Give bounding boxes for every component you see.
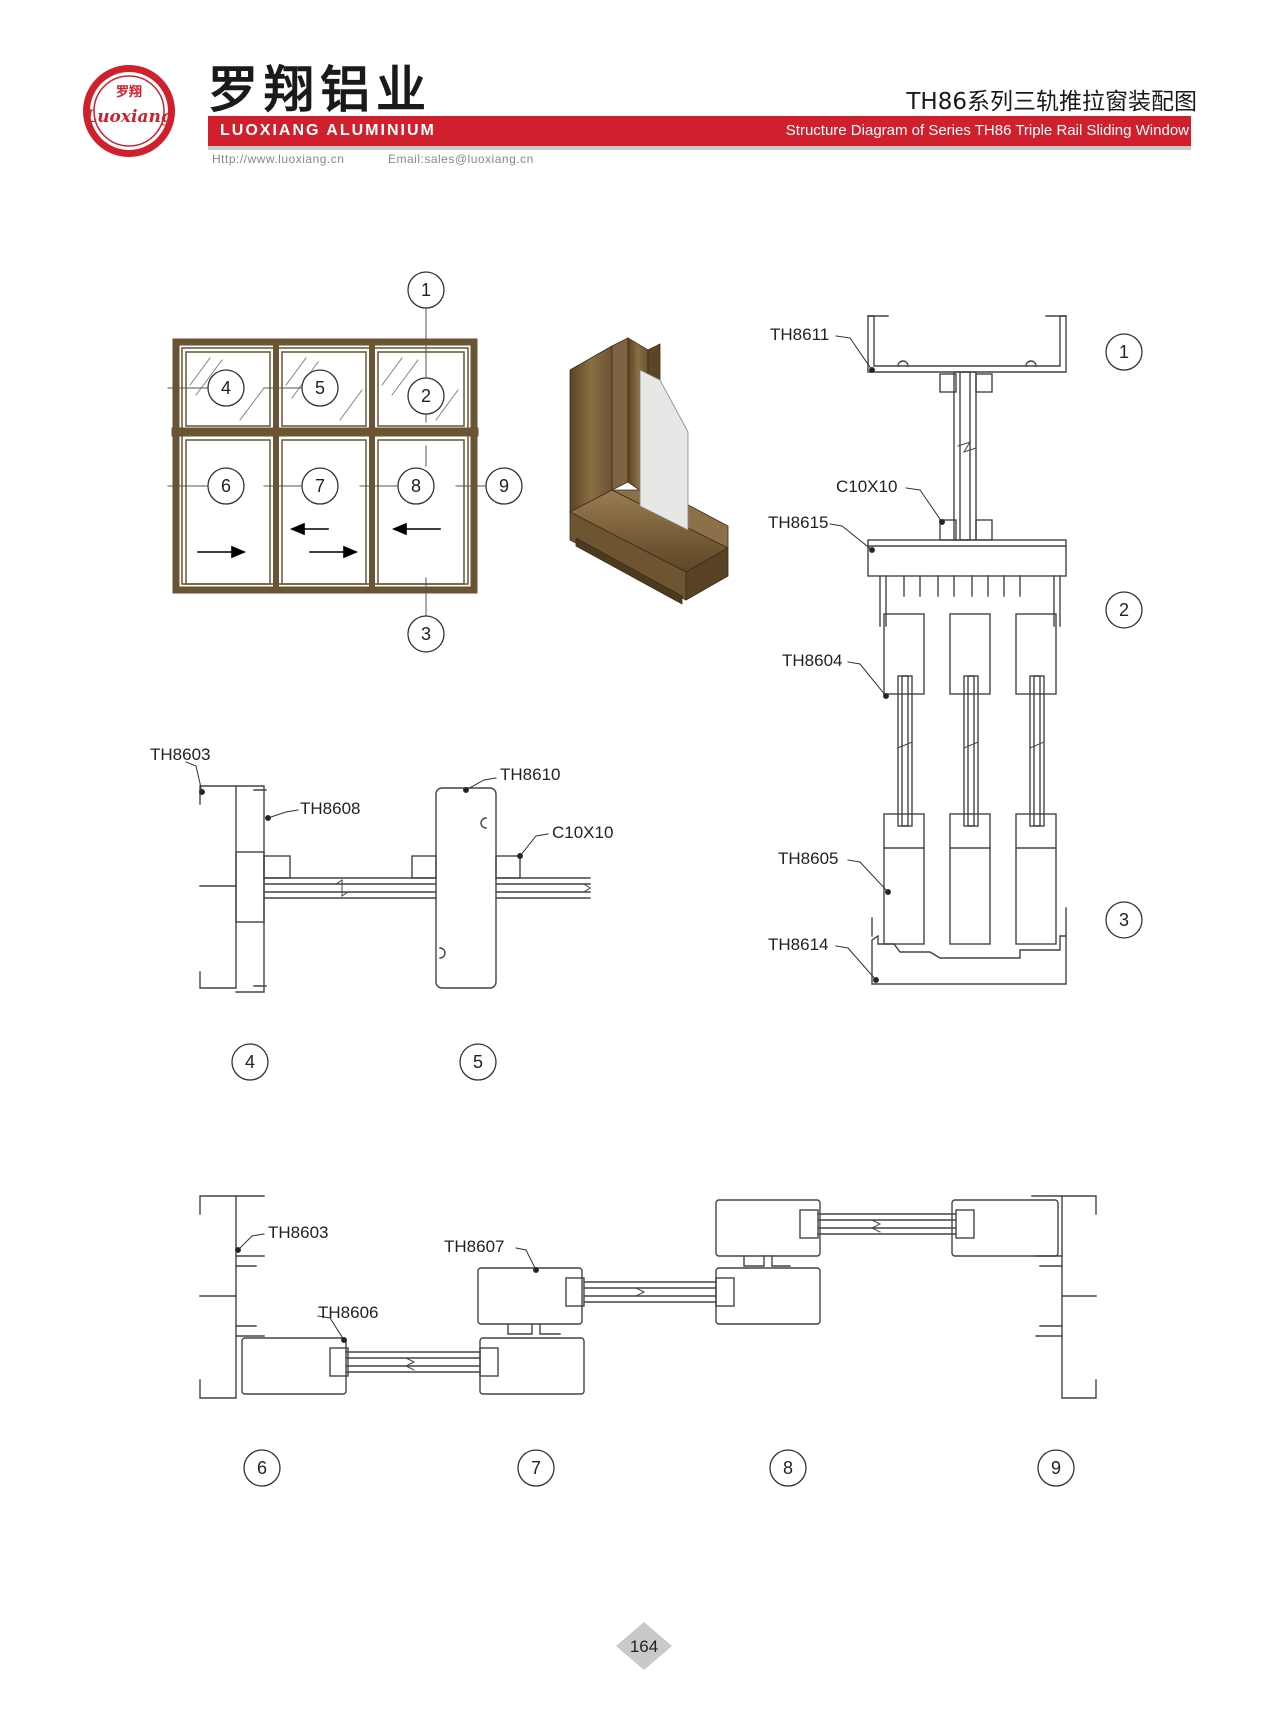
glass-reflection-marks: [189, 357, 459, 421]
callout-3: [407, 615, 445, 653]
v-callout-3: [1105, 901, 1143, 939]
b-callout-9: [1037, 1449, 1075, 1487]
vertical-section-callouts: [1105, 333, 1143, 939]
vertical-section: [867, 315, 1067, 985]
callout-5: [301, 369, 339, 407]
brand-name-cn: 罗翔铝业: [208, 61, 432, 119]
callout-8-label: 8: [411, 476, 421, 496]
header-grey-bar: [208, 146, 1191, 150]
b-callout-7-label: 7: [531, 1458, 541, 1478]
callout-8: [397, 467, 435, 505]
m-callout-5: [459, 1043, 497, 1081]
label-th8615: TH8615: [768, 513, 828, 532]
label-th8606: TH8606: [318, 1303, 378, 1322]
v-callout-1-label: 1: [1119, 342, 1129, 362]
bottom-section: [199, 1195, 1097, 1399]
b-callout-6-label: 6: [257, 1458, 267, 1478]
callout-1: [407, 271, 445, 309]
bottom-section-labels: TH8603 TH8606 TH8607: [268, 1223, 504, 1322]
mid-section-callouts: [231, 1043, 497, 1081]
label-th8605: TH8605: [778, 849, 838, 868]
direction-arrows: [197, 522, 441, 559]
v-callout-1: [1105, 333, 1143, 371]
b-callout-9-label: 9: [1051, 1458, 1061, 1478]
callout-1-label: 1: [421, 280, 431, 300]
callout-7-label: 7: [315, 476, 325, 496]
callout-6: [207, 467, 245, 505]
vertical-section-leaders: [829, 335, 945, 983]
callout-3-label: 3: [421, 624, 431, 644]
mid-section: [199, 785, 591, 993]
label-th8603-bottom: TH8603: [268, 1223, 328, 1242]
label-th8608: TH8608: [300, 799, 360, 818]
luoxiang-logo: 罗翔 Luoxiang: [83, 65, 175, 157]
label-th8604: TH8604: [782, 651, 842, 670]
vertical-section-labels: TH8611 C10X10 TH8615 TH8604 TH8605 TH861…: [768, 325, 897, 954]
label-th8603-mid: TH8603: [150, 745, 210, 764]
callout-5-label: 5: [315, 378, 325, 398]
b-callout-6: [243, 1449, 281, 1487]
corner-profile-3d: [569, 337, 729, 605]
elevation-callouts: [207, 271, 523, 653]
callout-4-label: 4: [221, 378, 231, 398]
label-th8610: TH8610: [500, 765, 560, 784]
callout-7: [301, 467, 339, 505]
label-c10x10-mid: C10X10: [552, 823, 613, 842]
mid-section-leaders: [185, 761, 549, 859]
logo-script-text: Luoxiang: [84, 107, 173, 127]
v-callout-2-label: 2: [1119, 600, 1129, 620]
logo-cn-text: 罗翔: [116, 84, 142, 100]
callout-9-label: 9: [499, 476, 509, 496]
brand-name-en: LUOXIANG ALUMINIUM: [220, 122, 436, 139]
m-callout-4-label: 4: [245, 1052, 255, 1072]
mid-section-labels: TH8603 TH8608 TH8610 C10X10: [150, 745, 613, 842]
m-callout-4: [231, 1043, 269, 1081]
label-th8611: TH8611: [770, 325, 829, 344]
bottom-section-leaders: [235, 1233, 539, 1343]
bottom-section-callouts: [243, 1449, 1075, 1487]
email-link[interactable]: Email:sales@luoxiang.cn: [388, 152, 534, 166]
b-callout-7: [517, 1449, 555, 1487]
elevation-callout-text: 1 2 3 4 5 6 7 8 9: [221, 280, 509, 644]
website-link[interactable]: Http://www.luoxiang.cn: [212, 152, 345, 166]
v-callout-3-label: 3: [1119, 910, 1129, 930]
callout-2-label: 2: [421, 386, 431, 406]
label-th8607: TH8607: [444, 1237, 504, 1256]
callout-6-label: 6: [221, 476, 231, 496]
page-number: 164: [630, 1637, 658, 1656]
callout-4: [207, 369, 245, 407]
header-red-bar: [208, 116, 1191, 146]
callout-2: [407, 377, 445, 415]
label-c10x10-top: C10X10: [836, 477, 897, 496]
b-callout-8-label: 8: [783, 1458, 793, 1478]
b-callout-8: [769, 1449, 807, 1487]
page-title-cn: TH86系列三轨推拉窗装配图: [906, 89, 1197, 115]
m-callout-5-label: 5: [473, 1052, 483, 1072]
callout-9: [485, 467, 523, 505]
page-number-badge: 164: [616, 1622, 672, 1670]
page-title-en: Structure Diagram of Series TH86 Triple …: [785, 122, 1189, 139]
v-callout-2: [1105, 591, 1143, 629]
label-th8614: TH8614: [768, 935, 828, 954]
